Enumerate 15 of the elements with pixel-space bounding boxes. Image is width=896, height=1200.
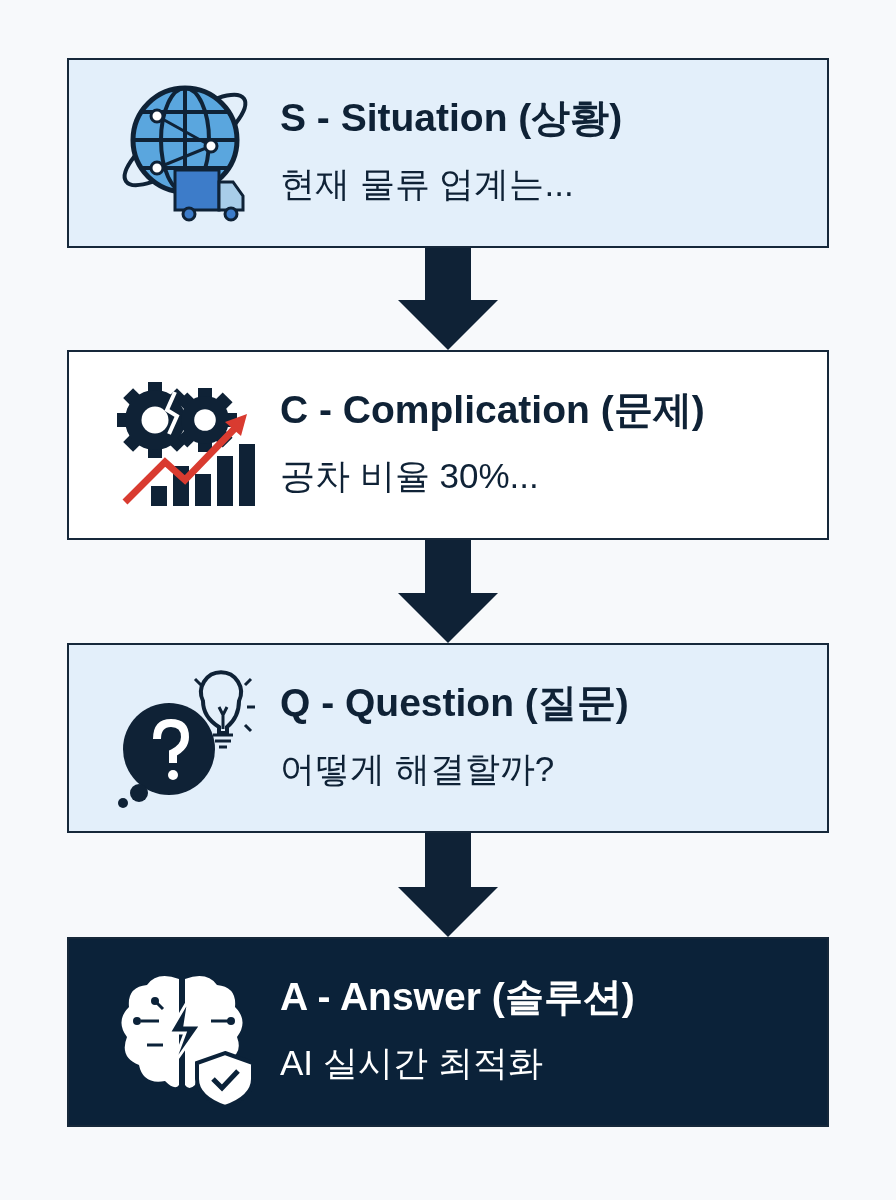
arrow: [398, 540, 498, 643]
box-text: AI 실시간 최적화: [280, 1042, 544, 1084]
box-text: 공차 비율 30%...: [280, 455, 540, 497]
box-heading: Q - Question (질문): [280, 680, 630, 726]
box-heading: C - Complication (문제): [280, 387, 706, 433]
process-box: [67, 643, 829, 833]
process-box: [67, 350, 829, 540]
box-text: 현재 물류 업계는...: [280, 163, 575, 205]
arrow: [398, 833, 498, 937]
arrow: [398, 248, 498, 350]
box-heading: A - Answer (솔루션): [280, 974, 636, 1020]
process-box: [67, 58, 829, 248]
box-heading: S - Situation (상황): [280, 95, 624, 141]
box-text: 어떻게 해결할까?: [280, 748, 556, 790]
process-box: [67, 937, 829, 1127]
